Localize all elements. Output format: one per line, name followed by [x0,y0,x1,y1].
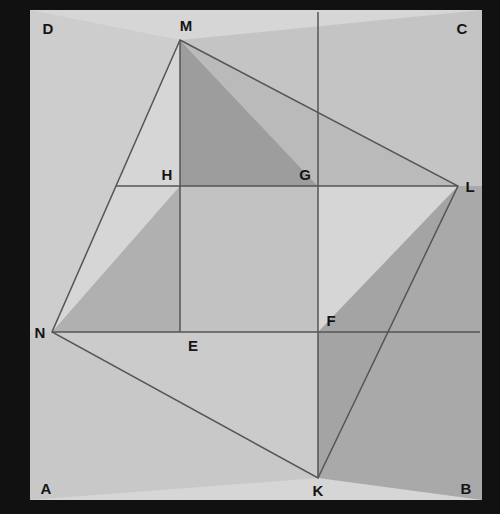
point-label: F [326,313,335,328]
point-label: B [461,481,472,496]
shaded-triangle [52,186,180,332]
point-label: D [43,21,54,36]
inner-square [180,186,318,332]
corner-flap [180,10,482,186]
fold-square [52,40,458,478]
point-label: N [35,325,46,340]
point-label: E [188,338,198,353]
corner-flap [30,10,180,332]
corner-flap [30,332,318,500]
point-label: H [162,167,173,182]
point-label: A [41,481,52,496]
crease [317,12,319,478]
crease [116,185,458,187]
point-label: L [465,179,474,194]
crease [52,331,480,333]
point-label: C [457,21,468,36]
point-label: G [299,167,311,182]
paper-square [30,10,482,500]
corner-flap [318,186,482,500]
point-label: K [313,483,324,498]
point-label: M [180,18,193,33]
